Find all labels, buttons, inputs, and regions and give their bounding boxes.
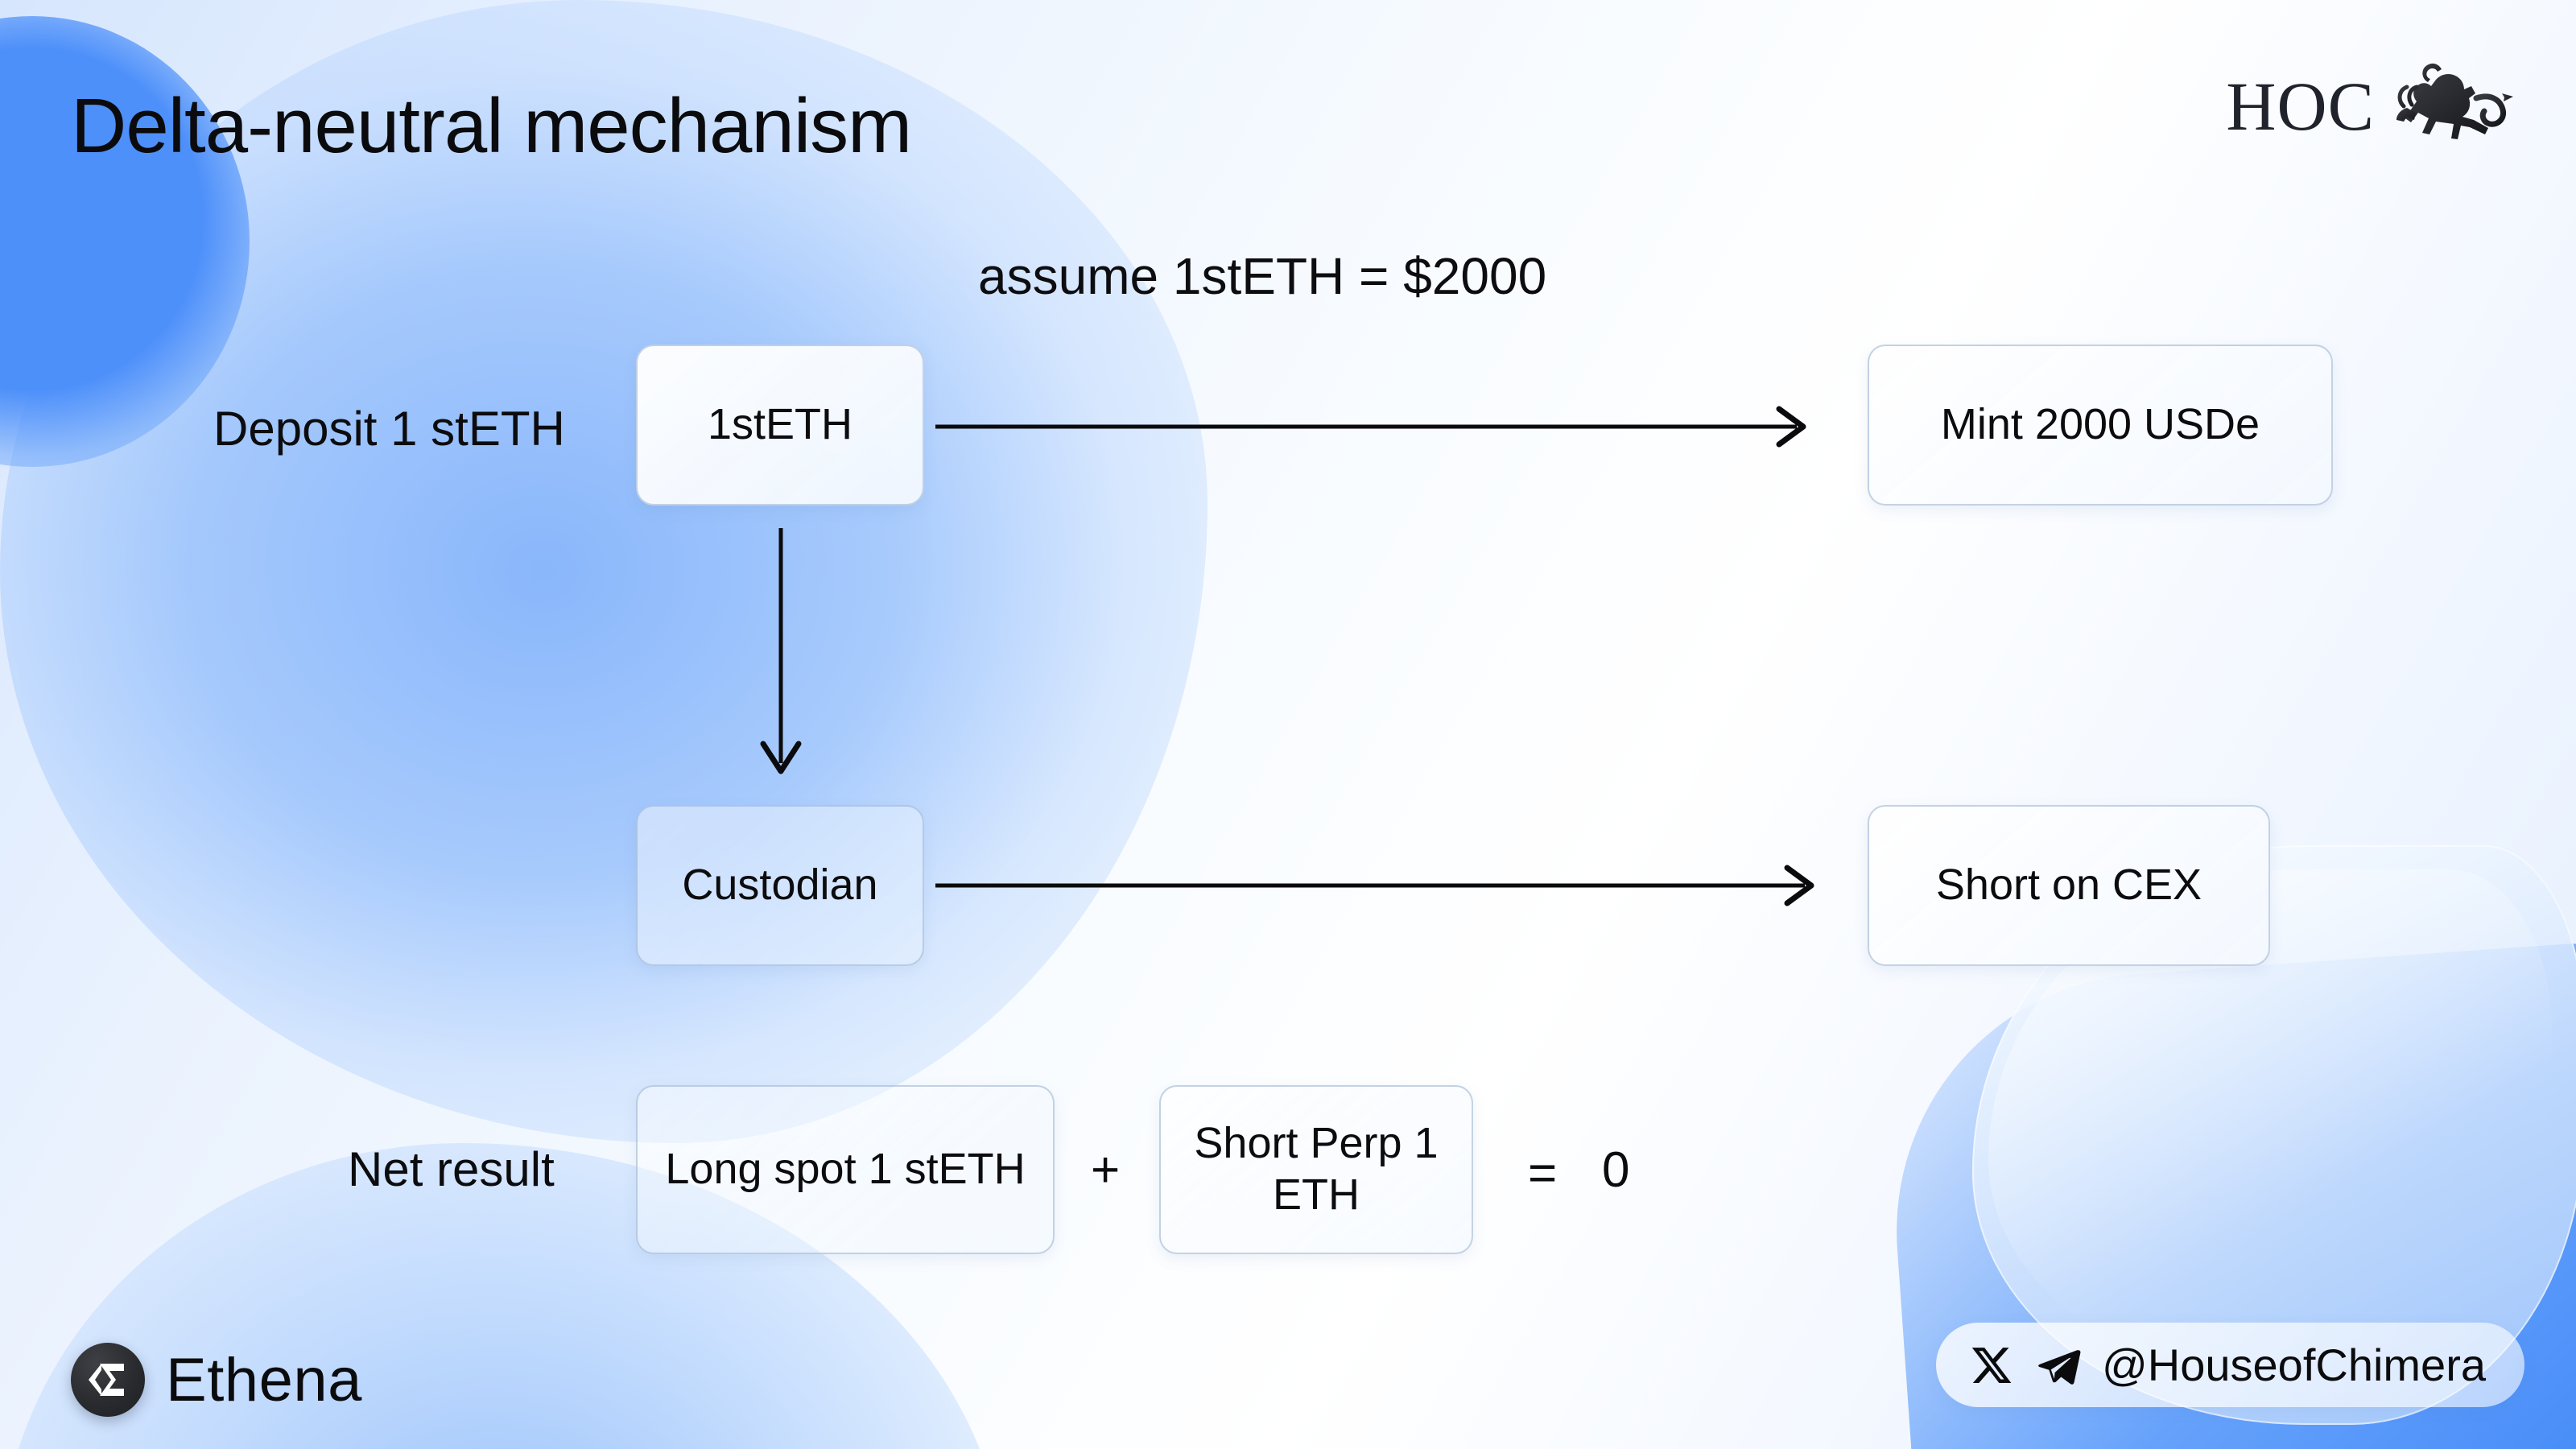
arrow-steth-to-custodian	[760, 528, 802, 774]
background-blob-center	[0, 0, 1208, 1143]
node-custodian[interactable]: Custodian	[636, 805, 924, 966]
social-handle-text: @HouseofChimera	[2101, 1340, 2486, 1390]
node-short-on-cex[interactable]: Short on CEX	[1868, 805, 2270, 966]
operator-plus: +	[1091, 1142, 1121, 1198]
net-result-value: 0	[1602, 1142, 1630, 1198]
telegram-icon[interactable]	[2034, 1342, 2081, 1389]
ethena-sigma-icon	[71, 1343, 145, 1417]
page-title: Delta-neutral mechanism	[71, 83, 912, 169]
node-mint-usde[interactable]: Mint 2000 USDe	[1868, 345, 2333, 506]
deposit-label: Deposit 1 stETH	[213, 402, 565, 456]
ethena-wordmark: Ethena	[166, 1345, 362, 1414]
node-long-spot[interactable]: Long spot 1 stETH	[636, 1085, 1055, 1254]
net-result-label: Net result	[348, 1142, 555, 1196]
node-short-perp[interactable]: Short Perp 1 ETH	[1159, 1085, 1473, 1254]
social-handle-pill[interactable]: @HouseofChimera	[1935, 1323, 2524, 1407]
operator-equals: =	[1528, 1146, 1558, 1201]
x-twitter-icon[interactable]	[1970, 1344, 2013, 1387]
ethena-logo: Ethena	[71, 1343, 362, 1417]
assumption-caption: assume 1stETH = $2000	[978, 247, 1547, 305]
chimera-lion-icon	[2396, 63, 2513, 139]
hoc-logo: HOC	[2226, 61, 2516, 151]
node-steth[interactable]: 1stETH	[636, 345, 924, 506]
arrow-steth-to-mint	[935, 406, 1806, 448]
hoc-wordmark: HOC	[2226, 68, 2375, 145]
arrow-custodian-to-cex	[935, 865, 1814, 906]
